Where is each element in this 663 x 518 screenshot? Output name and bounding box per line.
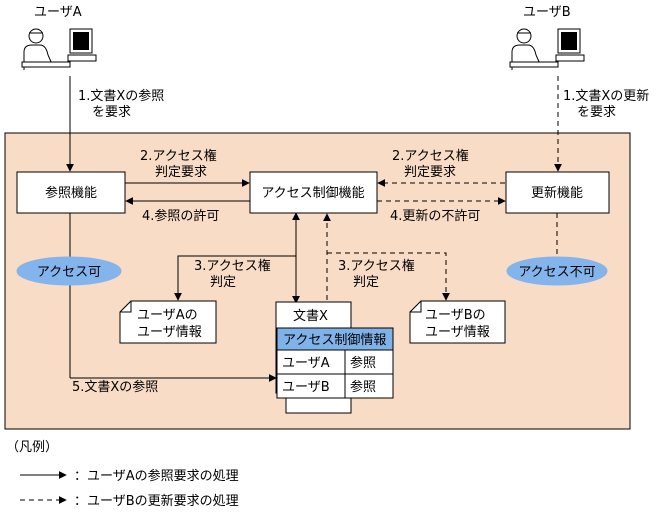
- reference-function-label: 参照機能: [45, 185, 97, 201]
- step-b-request-line1: 1.文書Xの更新: [563, 88, 649, 104]
- step-a-judge-line1: 3.アクセス権: [194, 258, 271, 274]
- user-a-label: ユーザA: [34, 5, 82, 20]
- document-x: 文書X アクセス制御情報 ユーザA 参照 ユーザB 参照: [275, 301, 394, 414]
- step-a-result: 4.参照の許可: [142, 208, 219, 224]
- update-function-label: 更新機能: [531, 185, 583, 201]
- arrow-b-judge: [327, 252, 450, 301]
- user-b: ユーザB: [509, 5, 585, 70]
- step-b-judge-line1: 3.アクセス権: [338, 258, 415, 274]
- user-a-info-line1: ユーザAの: [137, 308, 198, 323]
- step-b-check-line1: 2.アクセス権: [392, 148, 469, 164]
- step-a-judge-line2: 判定: [210, 275, 236, 290]
- badge-access-denied: [506, 256, 608, 286]
- legend-solid-label: ：ユーザAの参照要求の処理: [74, 468, 239, 484]
- badge-access-allowed-label: アクセス可: [37, 265, 101, 280]
- user-b-info-line1: ユーザBの: [425, 308, 486, 323]
- legend-title: （凡例）: [6, 440, 58, 455]
- step-a-check-line2: 判定要求: [155, 165, 207, 180]
- step-a-check-line1: 2.アクセス権: [140, 148, 217, 164]
- user-b-info-doc: ユーザBの ユーザ情報: [409, 300, 506, 344]
- reference-function-box: [16, 171, 126, 214]
- user-a-info-doc: ユーザAの ユーザ情報: [119, 300, 217, 344]
- table-header: アクセス制御情報: [283, 333, 386, 348]
- user-a: ユーザA: [21, 5, 97, 70]
- step-a-request-line1: 1.文書Xの参照: [78, 88, 164, 104]
- badge-access-allowed: [16, 256, 122, 286]
- user-a-icon: [21, 28, 97, 70]
- document-x-title: 文書X: [293, 309, 328, 324]
- legend-dashed-label: ：ユーザBの更新要求の処理: [74, 493, 239, 509]
- table-row-2-user: ユーザB: [282, 380, 330, 395]
- user-b-icon: [509, 28, 585, 70]
- table-row-1-user: ユーザA: [282, 356, 330, 371]
- step-b-result: 4.更新の不許可: [390, 208, 480, 224]
- user-b-label: ユーザB: [523, 5, 571, 20]
- access-control-label: アクセス制御機能: [261, 186, 364, 201]
- step-a-request-line2: を要求: [92, 105, 131, 120]
- access-control-table: アクセス制御情報 ユーザA 参照 ユーザB 参照: [276, 327, 394, 399]
- step-b-check-line2: 判定要求: [404, 165, 456, 180]
- user-b-info-line2: ユーザ情報: [425, 325, 490, 340]
- legend: （凡例） ：ユーザAの参照要求の処理 ：ユーザBの更新要求の処理: [6, 440, 239, 509]
- step-b-request-line2: を要求: [577, 105, 616, 120]
- table-row-1-right: 参照: [350, 355, 376, 371]
- user-a-info-line2: ユーザ情報: [137, 325, 202, 340]
- step-a-reference: 5.文書Xの参照: [72, 379, 158, 395]
- badge-access-denied-label: アクセス不可: [518, 265, 595, 280]
- step-b-judge-line2: 判定: [353, 275, 379, 290]
- access-control-box: [249, 171, 378, 214]
- table-row-2-right: 参照: [350, 379, 376, 395]
- arrow-a-judge: [174, 255, 296, 301]
